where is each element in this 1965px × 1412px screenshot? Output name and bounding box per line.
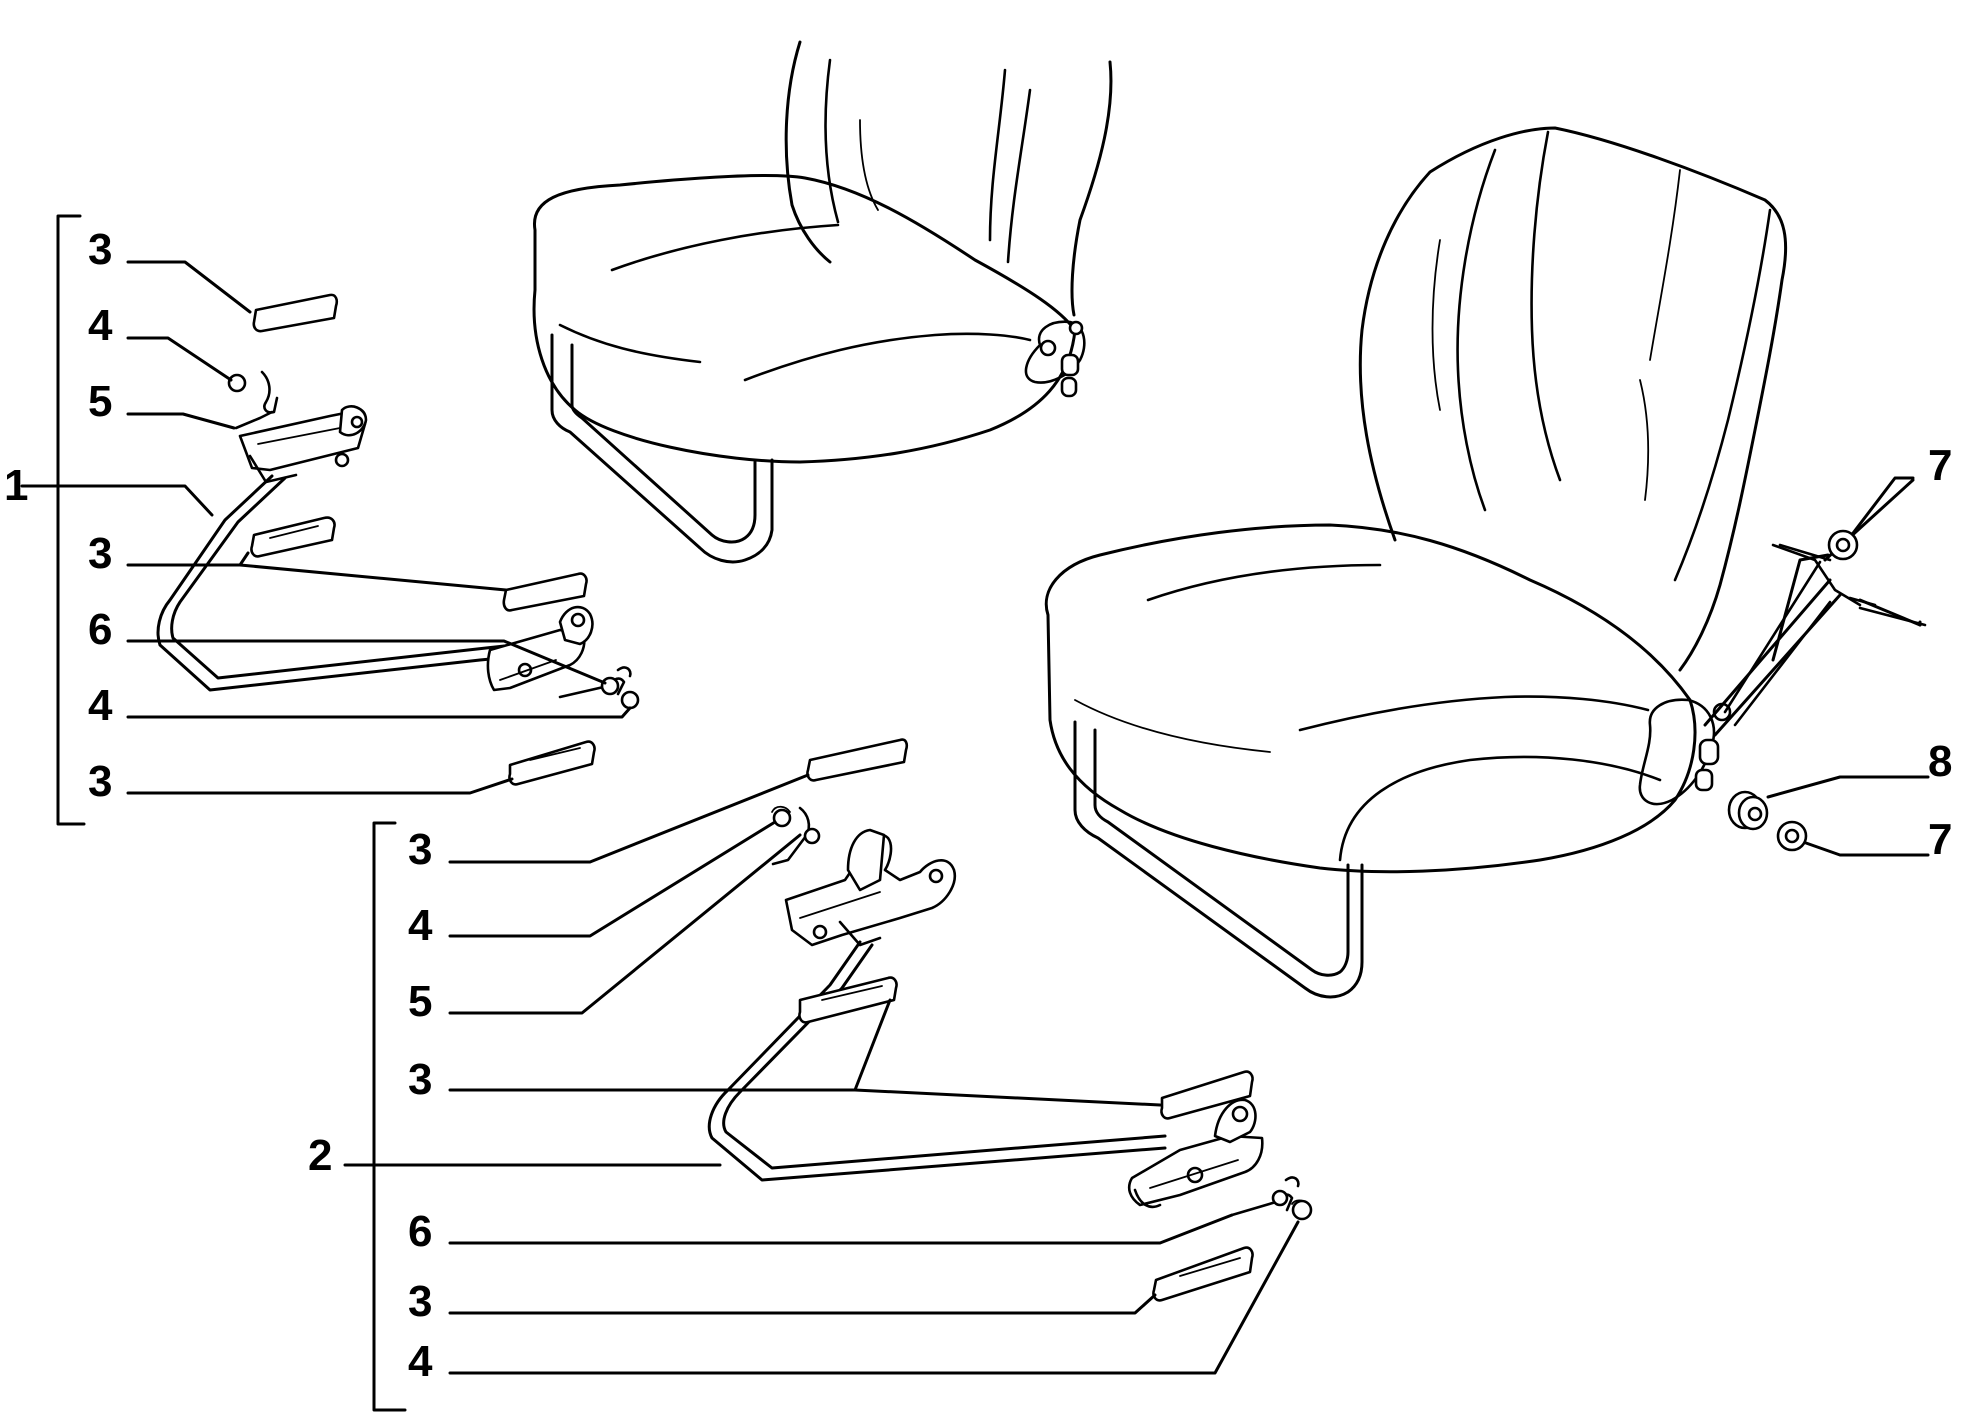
seat-upper-drawing: [532, 40, 1113, 564]
right-label-nut-top: 7: [1928, 441, 1953, 490]
group1-label-pad-top: 3: [88, 225, 113, 274]
group2-label-pad-bottom: 3: [408, 1277, 433, 1326]
right-label-nut-bottom: 7: [1928, 815, 1953, 864]
right-parts: [1723, 476, 1930, 857]
group1-drawing: [20, 214, 640, 826]
group1-label-pad-middle: 3: [88, 529, 113, 578]
group2-label-spring-top: 5: [408, 977, 433, 1026]
group2-label-nut-top: 4: [408, 901, 433, 950]
seat-right-drawing: [1044, 126, 1922, 999]
group2-drawing: [343, 738, 1313, 1412]
group2-label-pad-middle: 3: [408, 1055, 433, 1104]
group2-label-pad-top: 3: [408, 825, 433, 874]
group1-label-pad-bottom: 3: [88, 757, 113, 806]
group1-number-label: 1: [4, 461, 29, 510]
group2-number-label: 2: [308, 1131, 333, 1180]
group2-label-nut-bottom: 4: [408, 1337, 433, 1386]
group1-label-spring-top: 5: [88, 377, 113, 426]
group1-label-nut-bottom: 4: [88, 681, 113, 730]
right-label-bush: 8: [1928, 737, 1953, 786]
group1-label-nut-top: 4: [88, 301, 113, 350]
group1-label-spring-bottom: 6: [88, 605, 113, 654]
group2-label-spring-bottom: 6: [408, 1207, 433, 1256]
